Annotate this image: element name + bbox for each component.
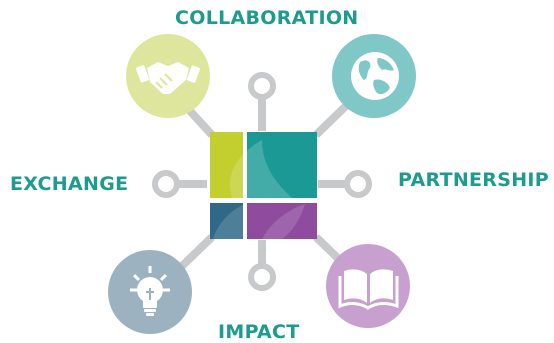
tile-purple <box>247 203 317 239</box>
leaf-overlay-upper <box>229 140 292 198</box>
lightbulb-node <box>108 250 192 334</box>
handshake-icon <box>135 62 201 94</box>
globe-node <box>332 34 416 118</box>
book-icon <box>338 269 399 310</box>
ring-node-top <box>248 72 276 100</box>
tile-teal <box>247 132 317 198</box>
book-node <box>326 244 410 328</box>
label-partnership: PARTNERSHIP <box>398 169 550 191</box>
connector-lightbulb <box>177 234 215 271</box>
leaf-overlay-lower-left <box>213 205 243 239</box>
book-circle <box>326 244 410 328</box>
leaf-overlay-lower-right <box>262 204 305 239</box>
globe-icon <box>351 52 399 100</box>
ring-node-left <box>152 170 180 198</box>
label-exchange: EXCHANGE <box>10 173 129 195</box>
center-mosaic <box>210 132 317 239</box>
handshake-node <box>126 34 210 118</box>
label-impact: IMPACT <box>218 321 300 343</box>
label-collaboration: COLLABORATION <box>175 7 359 29</box>
ring-nodes <box>152 72 372 291</box>
ring-node-right <box>344 170 372 198</box>
lightbulb-icon <box>130 266 170 316</box>
ring-node-bottom <box>248 263 276 291</box>
tile-navy <box>210 203 243 239</box>
tile-lime <box>210 132 243 198</box>
